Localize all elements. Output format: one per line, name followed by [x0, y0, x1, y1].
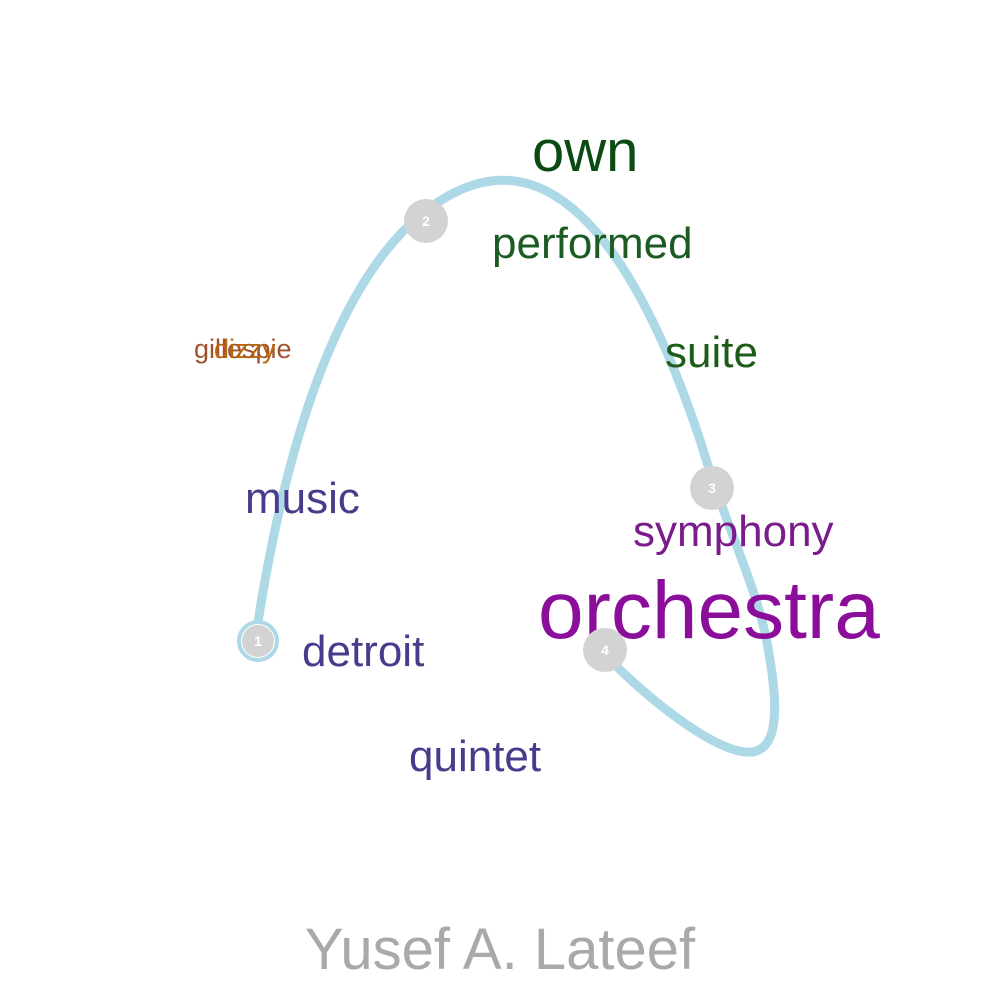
path-marker-label: 1 [254, 633, 262, 649]
path-marker-1: 1 [242, 625, 274, 657]
word-detroit: detroit [302, 627, 424, 676]
path-marker-label: 3 [708, 480, 716, 496]
word-music: music [245, 474, 360, 523]
word-own: own [532, 119, 638, 184]
path-marker-label: 4 [601, 642, 609, 658]
word-suite: suite [665, 328, 758, 377]
word-performed: performed [492, 219, 693, 268]
word-symphony: symphony [633, 507, 834, 556]
path-marker-4: 4 [583, 628, 627, 672]
word-gillespie: gillespie [194, 334, 292, 364]
trajectory-path [253, 175, 780, 757]
path-marker-3: 3 [690, 466, 734, 510]
path-marker-label: 2 [422, 213, 430, 229]
path-marker-2: 2 [404, 199, 448, 243]
word-quintet: quintet [409, 732, 541, 781]
word-dizzy: dizzy [214, 334, 276, 364]
diagram-title: Yusef A. Lateef [305, 917, 696, 982]
